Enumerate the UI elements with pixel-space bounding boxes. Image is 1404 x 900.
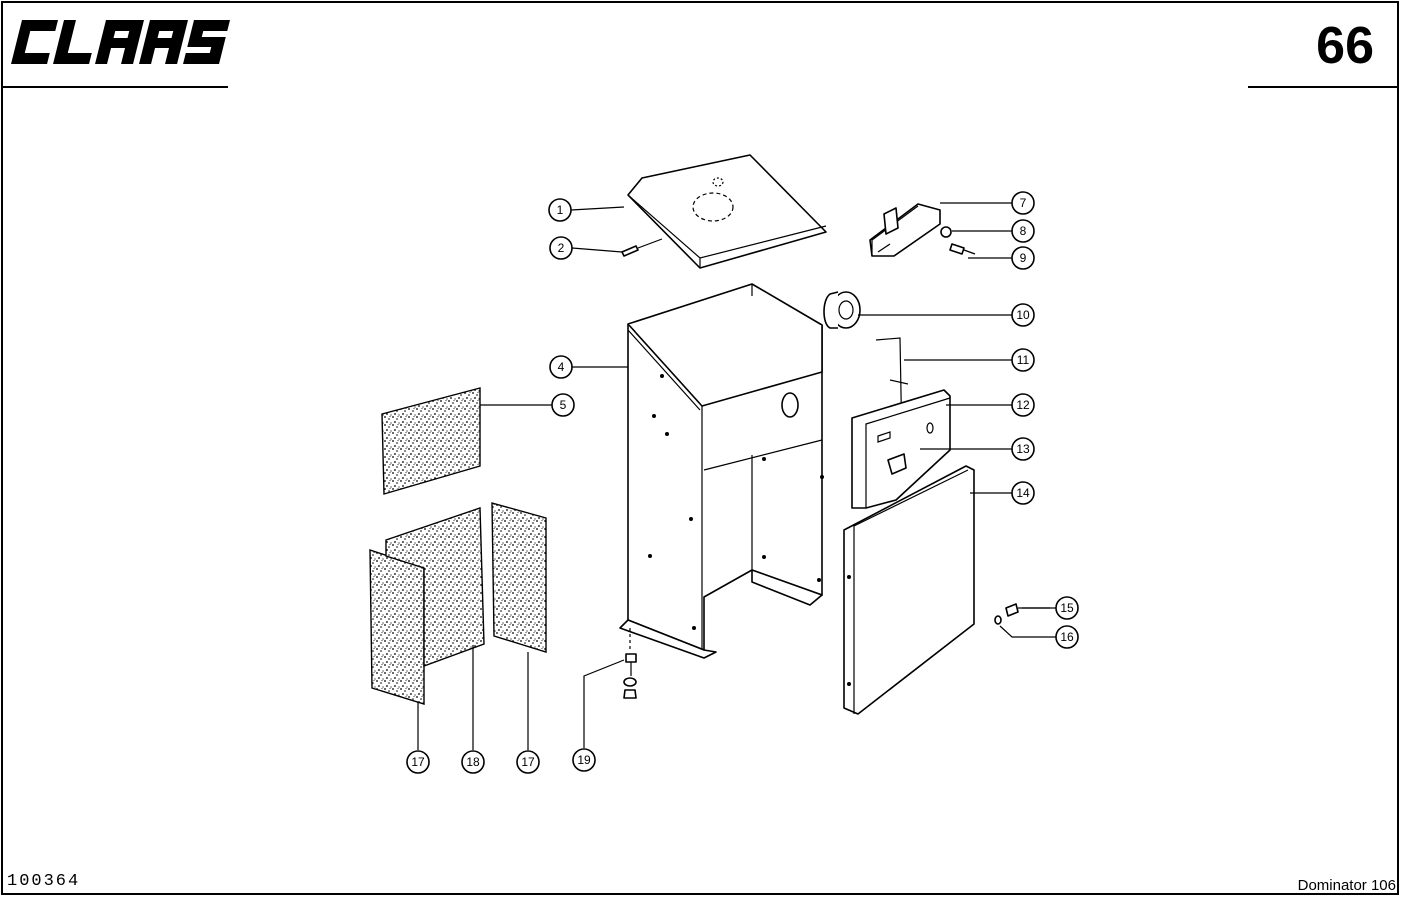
part-bearing-10 xyxy=(823,291,861,329)
part-main-housing xyxy=(619,283,824,659)
svg-text:13: 13 xyxy=(1016,442,1030,456)
callout-13: 13 xyxy=(1011,437,1035,461)
part-panel-17-left xyxy=(369,549,425,705)
svg-text:4: 4 xyxy=(558,360,565,374)
claas-logo xyxy=(11,20,230,64)
part-bolt-19 xyxy=(623,628,637,699)
part-nut-8 xyxy=(940,226,952,238)
callout-19: 19 xyxy=(572,748,596,772)
part-panel-18 xyxy=(385,507,485,668)
callout-12: 12 xyxy=(1011,393,1035,417)
drawing-code: 100364 xyxy=(7,872,81,891)
part-filter-panel-5 xyxy=(381,387,481,495)
part-washer-16 xyxy=(994,615,1002,625)
callout-5: 5 xyxy=(551,393,575,417)
svg-text:15: 15 xyxy=(1060,601,1074,615)
header-rule-left xyxy=(3,86,228,88)
callout-10: 10 xyxy=(1011,303,1035,327)
svg-text:7: 7 xyxy=(1020,196,1027,210)
svg-text:9: 9 xyxy=(1020,251,1027,265)
part-panel-17-right xyxy=(491,502,547,653)
page-number: 66 xyxy=(1316,17,1374,75)
svg-text:12: 12 xyxy=(1016,398,1030,412)
svg-text:8: 8 xyxy=(1020,224,1027,238)
leader-lines xyxy=(417,202,1056,750)
svg-text:14: 14 xyxy=(1016,486,1030,500)
svg-text:1: 1 xyxy=(557,203,564,217)
svg-text:10: 10 xyxy=(1016,308,1030,322)
model-name: Dominator 106 xyxy=(1297,877,1396,894)
callout-16: 16 xyxy=(1055,625,1079,649)
part-screw-2 xyxy=(621,238,663,257)
callout-11: 11 xyxy=(1011,348,1035,372)
svg-text:17: 17 xyxy=(521,755,535,769)
part-cover-lid xyxy=(627,154,827,269)
callout-14: 14 xyxy=(1011,481,1035,505)
svg-text:2: 2 xyxy=(558,241,565,255)
svg-text:17: 17 xyxy=(411,755,425,769)
svg-text:16: 16 xyxy=(1060,630,1074,644)
callout-9: 9 xyxy=(1011,246,1035,270)
callout-1: 1 xyxy=(548,198,572,222)
callout-2: 2 xyxy=(549,236,573,260)
callout-4: 4 xyxy=(549,355,573,379)
callout-15: 15 xyxy=(1055,596,1079,620)
callout-17-left: 17 xyxy=(406,750,430,774)
callout-18: 18 xyxy=(461,750,485,774)
header-rule-right xyxy=(1248,86,1398,88)
part-plate-12 xyxy=(851,389,951,509)
svg-text:18: 18 xyxy=(466,755,480,769)
part-bracket-7 xyxy=(869,203,941,257)
svg-text:5: 5 xyxy=(560,398,567,412)
svg-text:19: 19 xyxy=(577,753,591,767)
svg-text:11: 11 xyxy=(1017,353,1030,367)
part-clip-13 xyxy=(887,453,907,475)
callout-17-right: 17 xyxy=(516,750,540,774)
part-door-14 xyxy=(843,465,975,715)
part-bolt-9 xyxy=(949,243,976,255)
part-screw-15 xyxy=(1005,603,1050,617)
callout-7: 7 xyxy=(1011,191,1035,215)
callout-8: 8 xyxy=(1011,219,1035,243)
